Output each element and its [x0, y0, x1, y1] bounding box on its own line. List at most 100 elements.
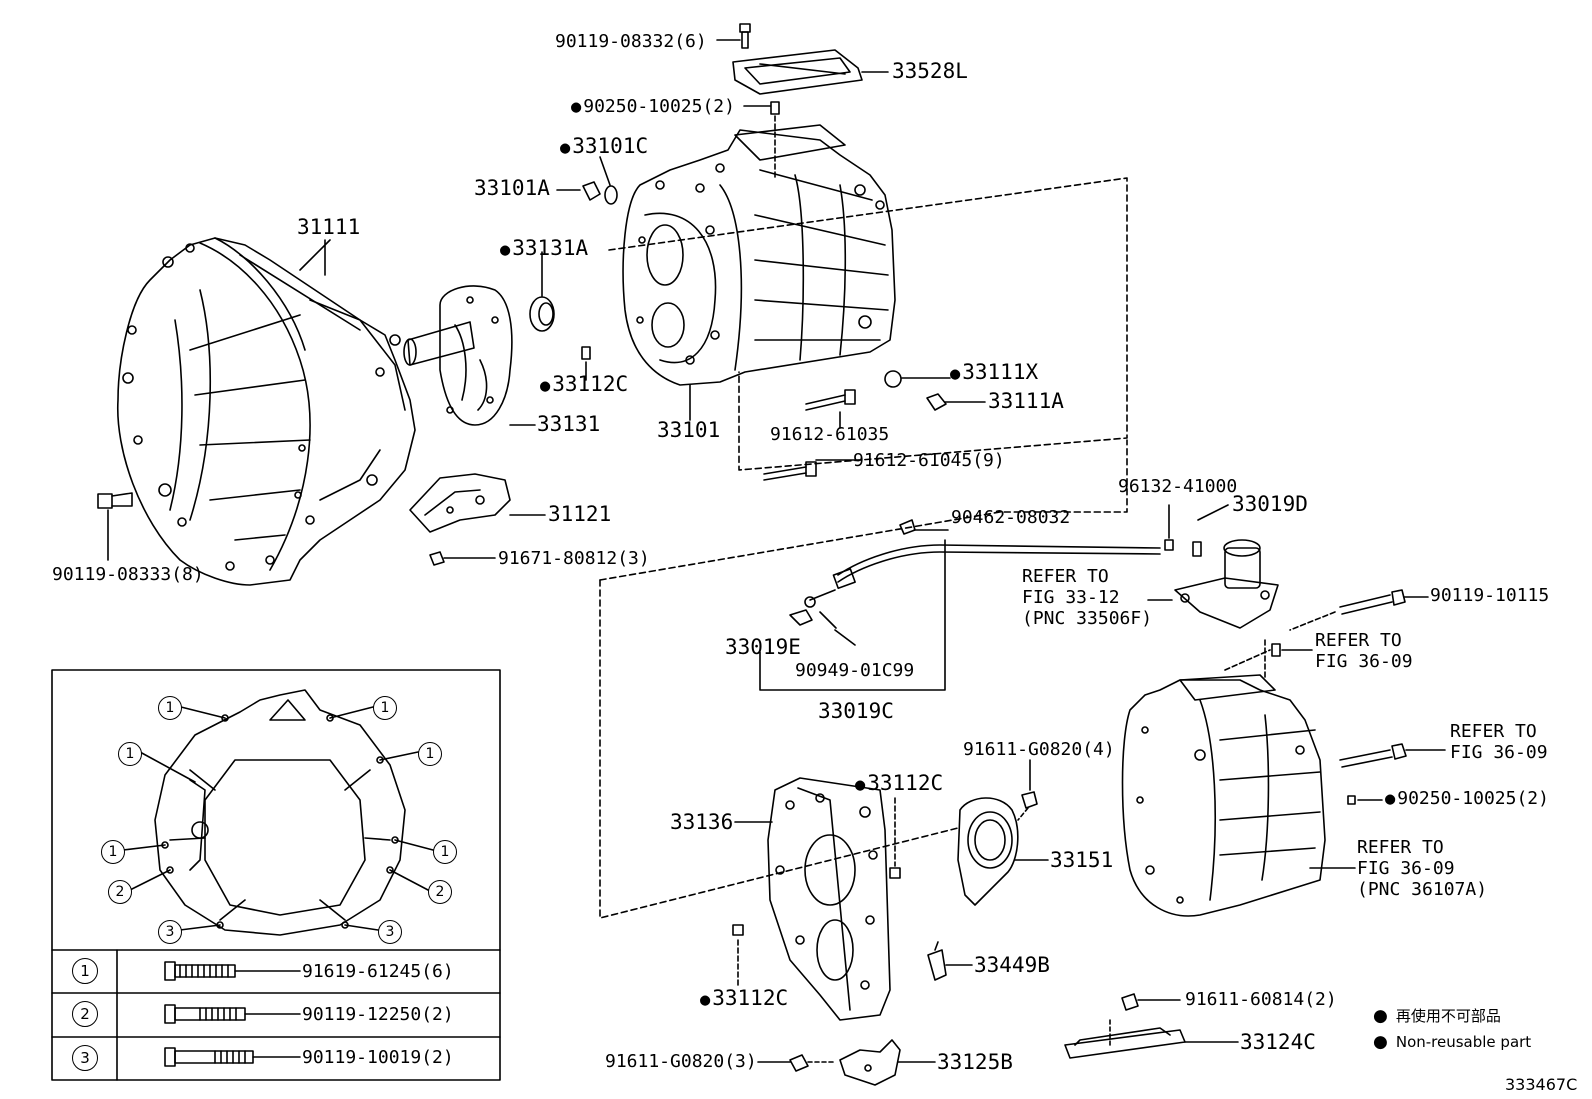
assembly-boundary-lower — [599, 439, 1128, 919]
pin-90250-10025-top — [743, 101, 780, 181]
inset-callout-1: 1 — [101, 840, 125, 864]
label-33449B: 33449B — [974, 953, 1050, 977]
clip-33449B — [927, 941, 973, 981]
legend-japanese: ● 再使用不可部品 — [1373, 1005, 1501, 1026]
plug-33111A — [926, 393, 986, 411]
gasket-33101C — [599, 156, 618, 205]
cover-33124C — [1064, 1019, 1239, 1059]
bracket-31121 — [409, 473, 546, 533]
cable-33019C — [759, 519, 1161, 691]
label-refer-36-09c-line3: (PNC 36107A) — [1357, 879, 1488, 900]
table-part-2: 90119-12250(2) — [302, 1004, 454, 1025]
assembly-boundary-upper — [608, 177, 1128, 471]
label-33111A: 33111A — [988, 389, 1064, 413]
diagram-id: 333467C — [1505, 1075, 1578, 1094]
top-cover-33528L — [732, 49, 889, 95]
table-key-3: 3 — [72, 1045, 98, 1071]
label-refer-36-09a-line2: FIG 36-09 — [1315, 651, 1413, 672]
label-33112C-bottom: 33112C — [700, 988, 788, 1010]
label-91671-80812: 91671-80812(3) — [498, 548, 650, 569]
label-33125B: 33125B — [937, 1050, 1013, 1074]
label-33112C-top: 33112C — [540, 374, 628, 396]
legend-text: Non-reusable part — [1395, 1033, 1532, 1051]
label-33528L: 33528L — [892, 59, 968, 83]
label-33019E: 33019E — [725, 635, 801, 659]
label-refer-36-09c-line2: FIG 36-09 — [1357, 858, 1455, 879]
label-refer-33-12-line2: FIG 33-12 — [1022, 587, 1120, 608]
bolt-90119-08332 — [716, 23, 751, 49]
table-key-2: 2 — [72, 1001, 98, 1027]
inset-callout-1: 1 — [118, 742, 142, 766]
label-33019D: 33019D — [1232, 492, 1308, 516]
adapter-plate-33136 — [734, 777, 891, 1021]
pin-33112C-mid — [889, 797, 901, 879]
clip-96132-41000 — [1164, 504, 1174, 551]
shift-lever-housing — [1147, 539, 1279, 629]
seal-retainer-33151 — [957, 797, 1049, 906]
label-91612-61045: 91612-61045(9) — [853, 450, 1005, 471]
label-91611-G0820-3: 91611-G0820(3) — [605, 1051, 757, 1072]
label-90250-10025-right: 90250-10025(2) — [1385, 789, 1549, 809]
label-91611-G0820-4: 91611-G0820(4) — [963, 739, 1115, 760]
pin-refer-36-09 — [1271, 643, 1313, 657]
label-33112C-mid: 33112C — [855, 773, 943, 795]
bellhousing-31111 — [116, 237, 416, 586]
bolt-90119-08333 — [97, 492, 133, 561]
label-33151: 33151 — [1050, 848, 1114, 872]
label-91611-60814: 91611-60814(2) — [1185, 989, 1337, 1010]
inset-callout-1: 1 — [433, 840, 457, 864]
label-90119-10115: 90119-10115 — [1430, 585, 1550, 606]
label-refer-36-09b-line2: FIG 36-09 — [1450, 742, 1548, 763]
inset-callout-3: 3 — [158, 920, 182, 944]
inset-callout-1: 1 — [373, 696, 397, 720]
label-refer-36-09c-line1: REFER TO — [1357, 837, 1444, 858]
gasket-33111X — [884, 370, 951, 388]
label-31121: 31121 — [548, 502, 612, 526]
inset-callout-2: 2 — [108, 880, 132, 904]
legend-bullet: ● — [1373, 1006, 1388, 1026]
extension-housing — [1121, 639, 1356, 917]
label-31111: 31111 — [297, 215, 361, 239]
bolt-91611-G0820-3 — [757, 1054, 836, 1072]
label-33101: 33101 — [657, 418, 721, 442]
label-33101C: 33101C — [560, 136, 648, 158]
table-part-3: 90119-10019(2) — [302, 1047, 454, 1068]
bolt-refer-36-09 — [1339, 743, 1446, 768]
label-90119-08332: 90119-08332(6) — [555, 31, 707, 52]
bolt-91671-80812 — [429, 551, 496, 566]
label-33111X: 33111X — [950, 362, 1038, 384]
legend-english: ●Non-reusable part — [1373, 1032, 1531, 1052]
label-96132-41000: 96132-41000 — [1118, 476, 1238, 497]
inset-callout-2: 2 — [428, 880, 452, 904]
oil-seal-33131A — [529, 251, 555, 332]
inset-callout-3: 3 — [378, 920, 402, 944]
label-90462-08032: 90462-08032 — [951, 507, 1071, 528]
bearing-retainer-33131 — [403, 285, 513, 426]
bolt-91612-61045 — [763, 459, 861, 481]
pin-33112C-bottom — [732, 924, 744, 986]
label-33019C: 33019C — [818, 699, 894, 723]
label-refer-33-12-line3: (PNC 33506F) — [1022, 608, 1153, 629]
label-91612-61035: 91612-61035 — [770, 424, 890, 445]
label-33101A: 33101A — [474, 176, 550, 200]
bolt-90119-10115 — [1289, 589, 1429, 631]
bracket-33125B — [839, 1039, 936, 1086]
bolt-icon-3 — [164, 1047, 301, 1067]
label-90119-08333: 90119-08333(8) — [52, 564, 204, 585]
inset-bolt-location-box — [51, 669, 501, 1081]
bolt-91612-61035 — [805, 389, 856, 429]
bolt-91611-G0820-4 — [1017, 759, 1038, 821]
label-90949-01C99: 90949-01C99 — [795, 660, 915, 681]
label-33131A: 33131A — [500, 238, 588, 260]
label-33124C: 33124C — [1240, 1030, 1316, 1054]
label-90250-10025-top: 90250-10025(2) — [571, 97, 735, 117]
pin-90250-10025-right — [1347, 795, 1383, 805]
bolt-icon-1 — [164, 961, 301, 981]
label-33131: 33131 — [537, 412, 601, 436]
bolt-91611-60814 — [1121, 993, 1181, 1011]
label-refer-33-12-line1: REFER TO — [1022, 566, 1109, 587]
legend-text: 再使用不可部品 — [1395, 1007, 1501, 1025]
bolt-icon-2 — [164, 1004, 301, 1024]
